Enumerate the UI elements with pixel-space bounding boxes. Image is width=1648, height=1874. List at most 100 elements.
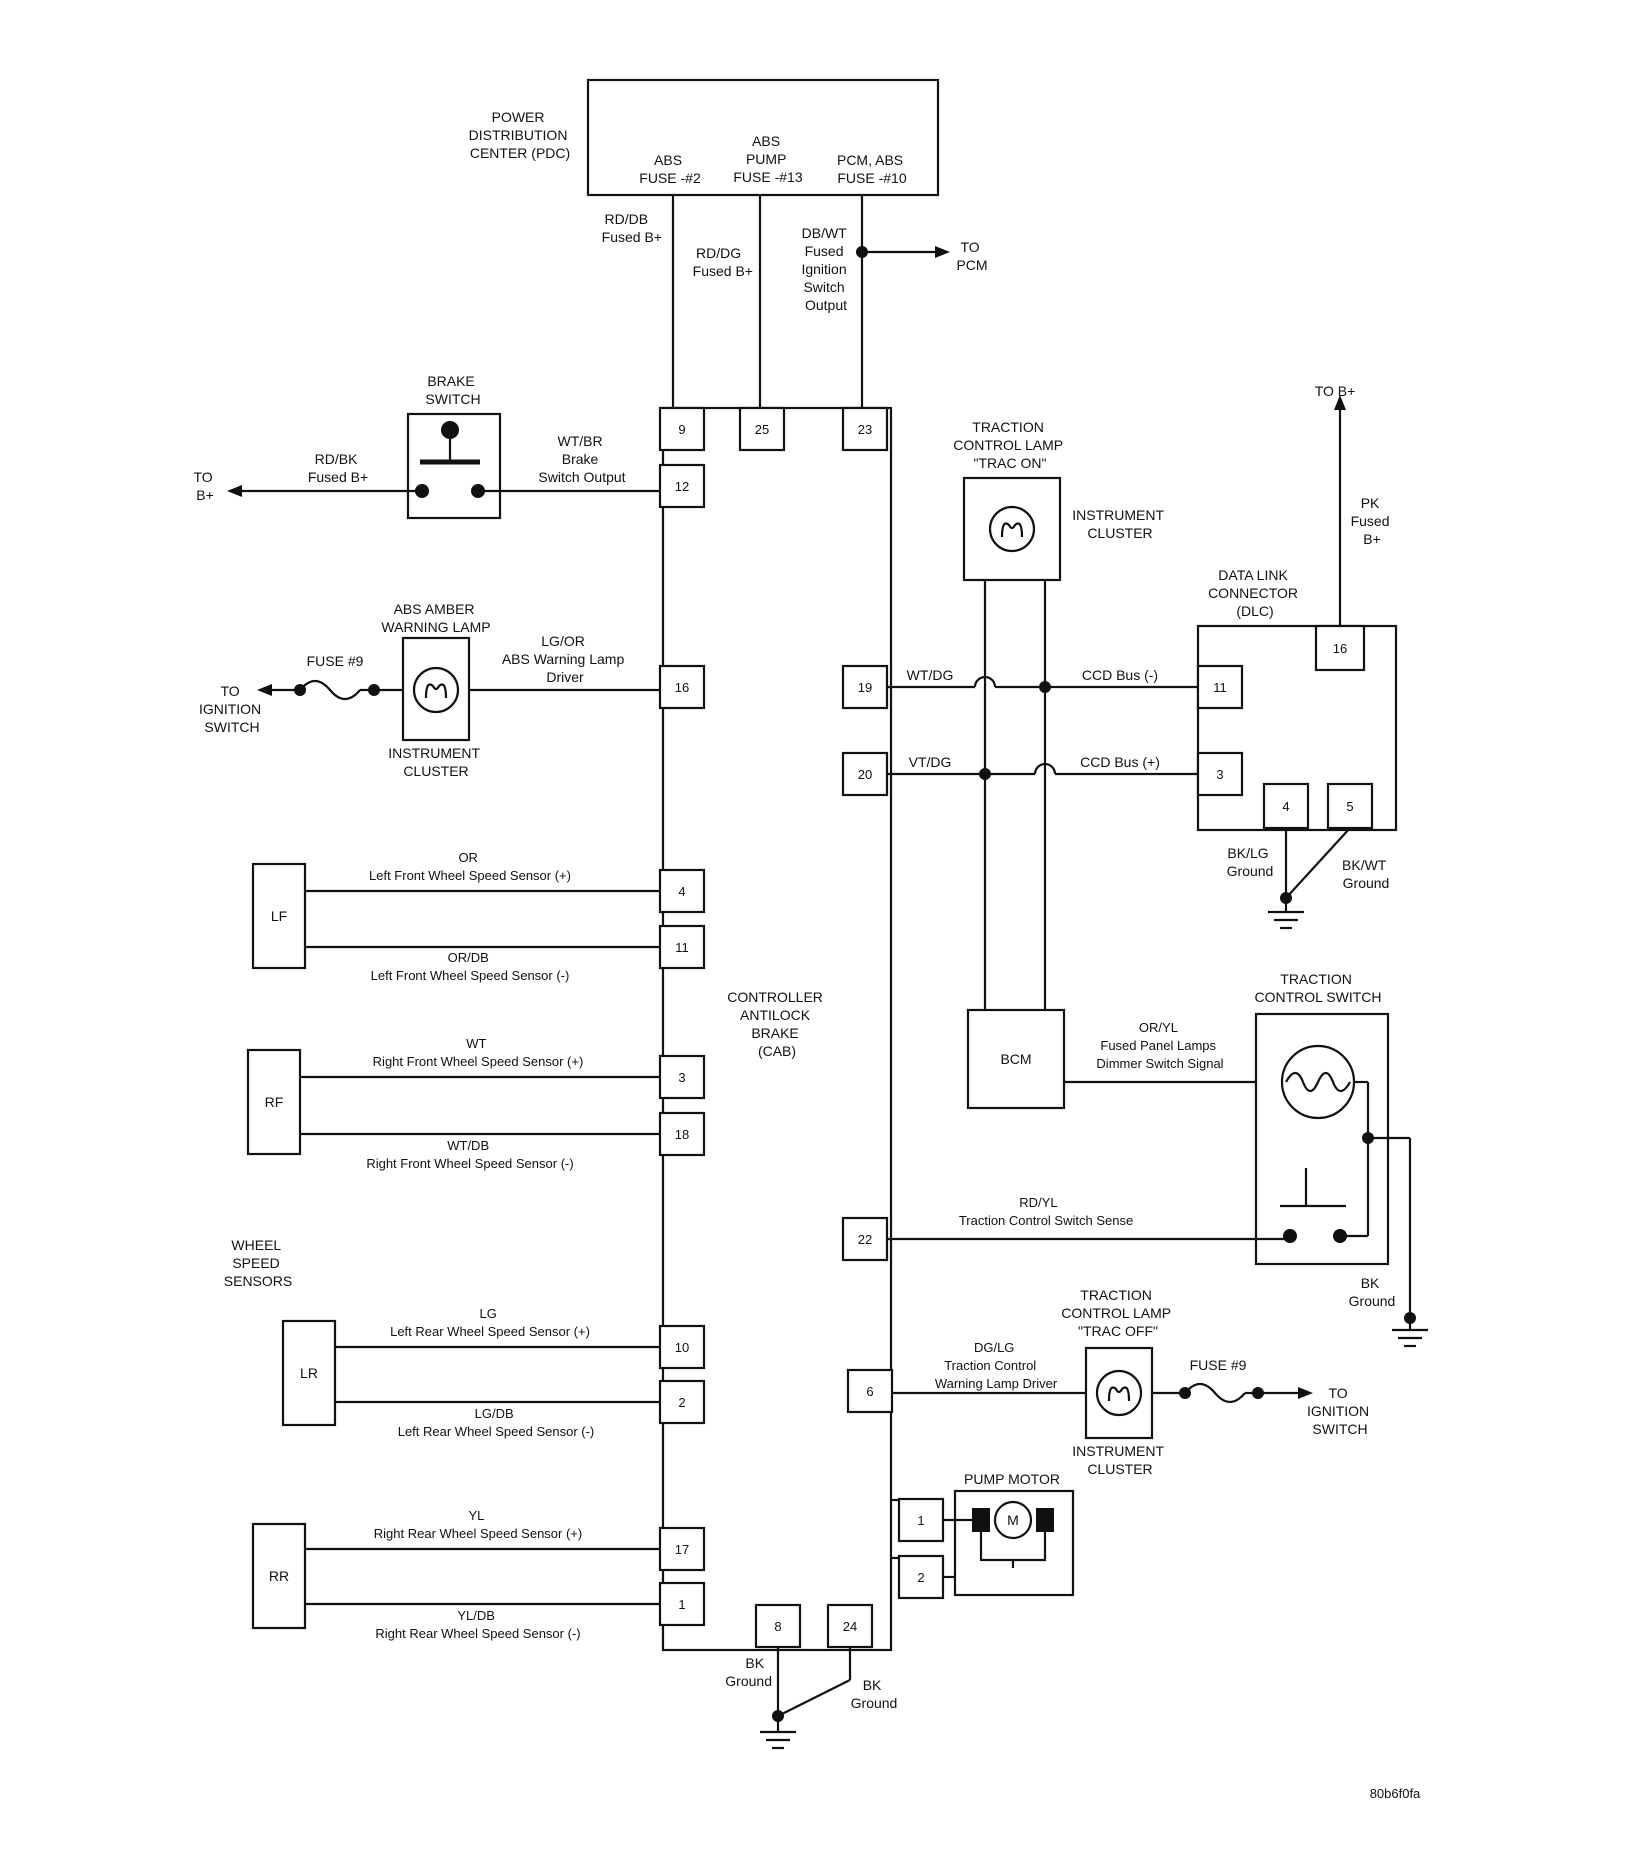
cab-pin-3-label: 3	[678, 1070, 685, 1085]
cab-pin-16-label: 16	[675, 680, 689, 695]
abs-lamp-cluster-label: INSTRUMENT CLUSTER	[388, 745, 483, 779]
bus-ccd-pos-label: CCD Bus (+)	[1080, 754, 1160, 770]
trac-on-lamp: TRACTION CONTROL LAMP "TRAC ON" INSTRUME…	[953, 419, 1167, 582]
sensor-lf-label: LF	[271, 908, 287, 924]
cab-pin-19	[841, 664, 889, 710]
cab-pin-20-label: 20	[858, 767, 872, 782]
sensors-section-title: WHEEL SPEED SENSORS	[224, 1237, 292, 1289]
cab-title: CONTROLLER ANTILOCK BRAKE (CAB)	[727, 989, 827, 1059]
arrow-right-icon	[935, 246, 950, 258]
pump-pin-2-label: 2	[917, 1570, 924, 1585]
cab-pin-22-label: 22	[858, 1232, 872, 1247]
sensor-rf-label: RF	[265, 1094, 284, 1110]
sensor-lf-pos-label: OR Left Front Wheel Speed Sensor (+)	[369, 850, 571, 883]
brake-right-wire-label: WT/BR Brake Switch Output	[538, 433, 625, 485]
bus-ccd-neg-label: CCD Bus (-)	[1082, 667, 1158, 683]
wire-rd-dg-label: RD/DG Fused B+	[693, 245, 753, 279]
to-b-left-label: TO B+	[193, 469, 216, 503]
sensor-rr-neg-label: YL/DB Right Rear Wheel Speed Sensor (-)	[375, 1608, 580, 1641]
dlc-pin-11-label: 11	[1213, 680, 1227, 695]
arrow-left-icon	[227, 485, 242, 497]
arrow-right-icon	[1298, 1387, 1313, 1399]
sensor-rf-neg-label: WT/DB Right Front Wheel Speed Sensor (-)	[366, 1138, 573, 1171]
dlc-pin-3	[1196, 751, 1244, 797]
abs-lamp-wire-label: LG/OR ABS Warning Lamp Driver	[502, 633, 628, 685]
cab-pin-16	[658, 664, 706, 710]
pdc: POWER DISTRIBUTION CENTER (PDC) ABS FUSE…	[469, 78, 940, 197]
sensor-lf: LF OR Left Front Wheel Speed Sensor (+) …	[251, 850, 660, 983]
dlc-pin-4-label: 4	[1282, 799, 1289, 814]
dlc-pk-label: PK Fused B+	[1351, 495, 1394, 547]
cab-pin-4-label: 4	[678, 884, 685, 899]
cab-ground: BK Ground BK Ground	[725, 1647, 897, 1750]
arrow-up-icon	[1334, 395, 1346, 410]
cab: CONTROLLER ANTILOCK BRAKE (CAB) 9 25 23 …	[658, 406, 894, 1652]
cab-pin-6-label: 6	[866, 1384, 873, 1399]
cab-pin-1	[658, 1581, 706, 1627]
dlc-pin-16	[1314, 624, 1366, 672]
bcm-wire-label: OR/YL Fused Panel Lamps Dimmer Switch Si…	[1096, 1020, 1223, 1071]
tcs-ground-label: BK Ground	[1349, 1275, 1396, 1309]
bcm: BCM OR/YL Fused Panel Lamps Dimmer Switc…	[966, 1008, 1282, 1110]
cab-pin-8-label: 8	[774, 1619, 781, 1634]
sensor-lr-neg-label: LG/DB Left Rear Wheel Speed Sensor (-)	[398, 1406, 595, 1439]
to-pcm-label: TO PCM	[956, 239, 987, 273]
trac-on-title: TRACTION CONTROL LAMP "TRAC ON"	[953, 419, 1067, 471]
cab-pin-25-label: 25	[755, 422, 769, 437]
dlc: DATA LINK CONNECTOR (DLC) 16 11 3 4 5 TO…	[1196, 383, 1398, 930]
ground-icon	[1392, 1328, 1428, 1348]
pdc-fuse-abs: ABS FUSE -#2	[639, 152, 701, 186]
dlc-title: DATA LINK CONNECTOR (DLC)	[1208, 567, 1302, 619]
trac-off-fuse-label: FUSE #9	[1190, 1357, 1247, 1373]
arrow-left-icon	[257, 684, 272, 696]
sensor-rr-pos-label: YL Right Rear Wheel Speed Sensor (+)	[374, 1508, 582, 1541]
wheel-speed-sensors: WHEEL SPEED SENSORS LF OR Left Front Whe…	[224, 850, 660, 1641]
cab-pin-8	[754, 1603, 802, 1649]
trac-off-title: TRACTION CONTROL LAMP "TRAC OFF"	[1061, 1287, 1175, 1339]
dlc-to-b-label: TO B+	[1315, 383, 1356, 399]
cab-pin-17-label: 17	[675, 1542, 689, 1557]
abs-warning-lamp: ABS AMBER WARNING LAMP FUSE #9 TO IGNITI…	[199, 601, 660, 779]
abs-lamp-to-ign-label: TO IGNITION SWITCH	[199, 683, 265, 735]
dlc-pin-5	[1326, 782, 1374, 830]
cab-ground-left-label: BK Ground	[725, 1655, 772, 1689]
dlc-pin-16-label: 16	[1333, 641, 1347, 656]
cab-pin-24-label: 24	[843, 1619, 857, 1634]
sensor-lr-label: LR	[300, 1365, 318, 1381]
pdc-box	[586, 78, 940, 197]
pump-pin-1	[897, 1497, 945, 1543]
brake-switch-title: BRAKE SWITCH	[425, 373, 480, 407]
pump-motor: PUMP MOTOR 1 2 M	[891, 1471, 1075, 1600]
dlc-bk-wt-label: BK/WT Ground	[1342, 857, 1390, 891]
cab-pin-12-label: 12	[675, 479, 689, 494]
sensor-lr: LR LG Left Rear Wheel Speed Sensor (+) L…	[281, 1306, 660, 1439]
pdc-wires: TO PCM RD/DB Fused B+ RD/DG Fused B+ DB/…	[602, 195, 988, 408]
traction-control-switch: TRACTION CONTROL SWITCH RD/YL Traction C…	[887, 971, 1428, 1348]
lamp-icon	[988, 505, 1036, 553]
dlc-pin-4	[1262, 782, 1310, 830]
cab-pin-22	[841, 1216, 889, 1262]
sensor-rr: RR YL Right Rear Wheel Speed Sensor (+) …	[251, 1508, 660, 1641]
wire-db-wt-label: DB/WT Fused Ignition Switch Output	[801, 225, 850, 313]
dlc-pin-11	[1196, 664, 1244, 710]
sensor-rf-pos-label: WT Right Front Wheel Speed Sensor (+)	[373, 1036, 584, 1069]
bus-vt-dg-label: VT/DG	[909, 754, 952, 770]
ground-icon	[760, 1730, 796, 1750]
cab-pin-10	[658, 1324, 706, 1370]
brake-left-wire-label: RD/BK Fused B+	[308, 451, 368, 485]
cab-pin-10-label: 10	[675, 1340, 689, 1355]
sensor-lf-neg-label: OR/DB Left Front Wheel Speed Sensor (-)	[371, 950, 570, 983]
trac-on-box	[962, 476, 1062, 582]
bcm-label: BCM	[1000, 1051, 1031, 1067]
trac-off-wire-label: DG/LG Traction Control Warning Lamp Driv…	[935, 1340, 1058, 1391]
abs-lamp-title: ABS AMBER WARNING LAMP	[381, 601, 490, 635]
dlc-pin-3-label: 3	[1216, 767, 1223, 782]
ground-icon	[1268, 910, 1304, 930]
figure-id: 80b6f0fa	[1370, 1786, 1421, 1801]
trac-on-cluster-label: INSTRUMENT CLUSTER	[1072, 507, 1167, 541]
cab-pin-19-label: 19	[858, 680, 872, 695]
tcs-title: TRACTION CONTROL SWITCH	[1254, 971, 1381, 1005]
pdc-fuse-pump: ABS PUMP FUSE -#13	[733, 133, 802, 185]
pdc-fuse-pcm: PCM, ABS FUSE -#10	[837, 152, 907, 186]
